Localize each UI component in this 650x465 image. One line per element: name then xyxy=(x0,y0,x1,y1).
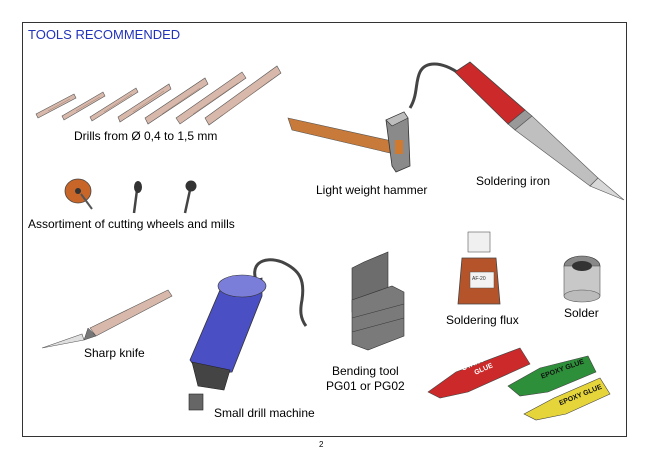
sharp-knife-illustration xyxy=(41,289,173,349)
flux-label: Soldering flux xyxy=(446,313,519,327)
solder-spool-illustration xyxy=(563,255,601,303)
page-number: 2 xyxy=(319,440,324,449)
glue-tubes-illustration xyxy=(427,347,611,421)
flux-bottle-illustration xyxy=(457,231,501,305)
knife-label: Sharp knife xyxy=(84,346,145,360)
hammer-label: Light weight hammer xyxy=(316,183,428,197)
soldering-iron-label: Soldering iron xyxy=(476,174,551,188)
soldering-iron-illustration xyxy=(408,61,625,201)
drill-machine-label: Small drill machine xyxy=(214,406,315,420)
drill-machine-illustration xyxy=(188,258,308,411)
page-title: TOOLS RECOMMENDED xyxy=(28,27,181,42)
cutting-wheels-illustration xyxy=(64,178,197,214)
bending-tool-label: Bending tool xyxy=(332,364,399,378)
bending-tool-label-2: PG01 or PG02 xyxy=(326,379,405,393)
solder-label: Solder xyxy=(564,306,599,320)
drills-label: Drills from Ø 0,4 to 1,5 mm xyxy=(74,129,218,143)
hammer-illustration xyxy=(287,111,411,173)
drill-bits-illustration xyxy=(35,65,282,126)
bending-tool-illustration xyxy=(351,251,405,351)
cutting-wheels-label: Assortiment of cutting wheels and mills xyxy=(28,217,235,231)
flux-bottle-label: AF-20 xyxy=(472,276,486,282)
page-frame xyxy=(22,22,627,437)
